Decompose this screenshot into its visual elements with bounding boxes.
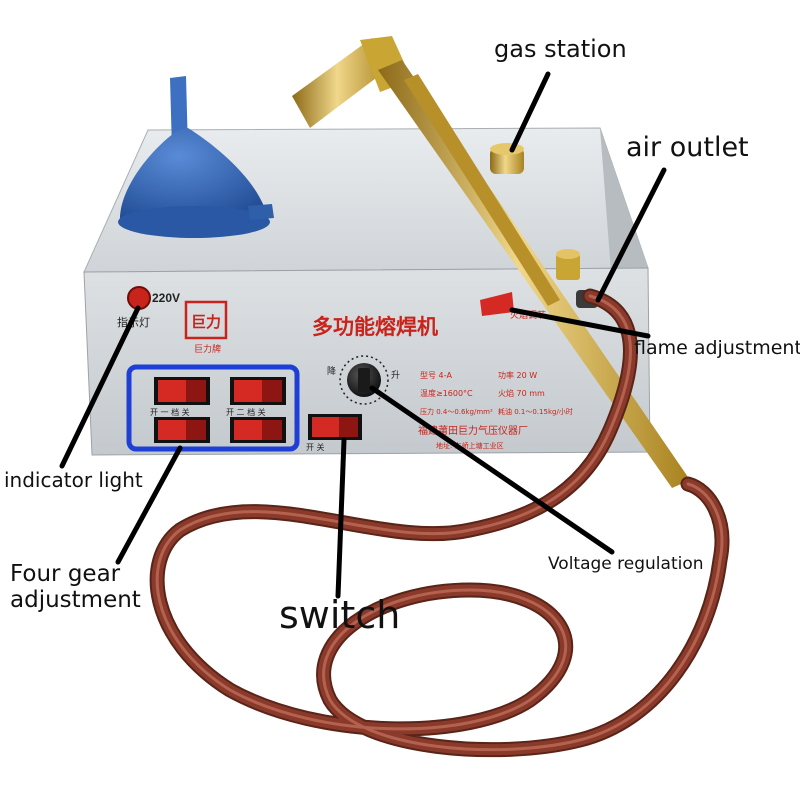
callout-four-gear bbox=[115, 445, 183, 565]
panel-brand: 巨力牌 bbox=[194, 343, 221, 355]
torch-valve-cap bbox=[556, 249, 580, 259]
panel-logo-text: 巨力 bbox=[191, 313, 221, 331]
torch-nozzle bbox=[292, 38, 392, 128]
callout-switch bbox=[335, 437, 347, 599]
panel-voltage: 220V bbox=[152, 291, 180, 305]
gear-switch-2-label: 开 二 档 关 bbox=[226, 407, 266, 417]
label-air-outlet: air outlet bbox=[626, 132, 749, 163]
funnel bbox=[118, 76, 274, 238]
label-flame-adjustment: flame adjustment bbox=[634, 337, 800, 359]
callout-lines bbox=[59, 71, 667, 599]
knob-right-label: 升 bbox=[391, 370, 400, 381]
four-gear-switches: 开 一 档 关 开 二 档 关 bbox=[126, 364, 300, 452]
funnel-cone bbox=[119, 128, 269, 222]
flame-knob bbox=[480, 292, 514, 316]
label-indicator-light: indicator light bbox=[4, 468, 143, 492]
spec-pressure: 压力 0.4～0.6kg/mm² bbox=[420, 407, 493, 416]
hose-highlight bbox=[155, 294, 724, 752]
spec-oil: 耗油 0.1～0.15kg/小时 bbox=[498, 407, 573, 416]
torch-valve bbox=[556, 254, 580, 280]
knob-left-label: 降 bbox=[327, 365, 336, 377]
torch-tube-2 bbox=[404, 74, 560, 306]
gas-station-knob bbox=[490, 143, 524, 174]
rubber-hose bbox=[149, 288, 730, 758]
spec-model: 型号 4-A bbox=[420, 371, 453, 380]
gas-knob-body bbox=[490, 148, 524, 174]
callout-flame-adjustment bbox=[509, 307, 651, 339]
spec-flame: 火焰 70 mm bbox=[498, 388, 545, 398]
callout-voltage-regulation bbox=[369, 385, 615, 555]
voltage-knob-grip bbox=[358, 368, 370, 392]
panel-logo bbox=[184, 300, 228, 340]
spec-power: 功率 20 W bbox=[498, 370, 537, 380]
main-switch-label: 开 关 bbox=[306, 442, 325, 452]
gear-switch-1-label: 开 一 档 关 bbox=[150, 407, 190, 417]
knob-dial-ring bbox=[339, 355, 389, 405]
four-gear-highlight bbox=[126, 364, 300, 452]
callout-air-outlet bbox=[595, 167, 667, 303]
label-switch: switch bbox=[279, 593, 401, 637]
label-four-gear-adjustment: Four gear adjustment bbox=[10, 561, 170, 614]
indicator-light bbox=[127, 286, 151, 310]
panel-maker: 福建莆田巨力气压仪器厂 bbox=[418, 424, 528, 437]
panel-title: 多功能熔焊机 bbox=[312, 315, 438, 339]
label-four-gear-line1: Four gear bbox=[10, 561, 121, 587]
gas-knob-cap bbox=[490, 143, 524, 155]
front-panel: 220V 指示灯 巨力 巨力牌 多功能熔焊机 火焰调节 型号 4-A 功率 20… bbox=[117, 286, 573, 450]
panel-address: 地址: 东峤上塘工业区 bbox=[436, 441, 504, 450]
main-switch: 开 关 bbox=[306, 414, 362, 452]
label-voltage-regulation: Voltage regulation bbox=[548, 554, 704, 574]
callout-indicator-light bbox=[59, 305, 141, 469]
callout-gas-station bbox=[509, 71, 551, 153]
label-four-gear-line2: adjustment bbox=[10, 587, 141, 614]
brass-torch bbox=[292, 36, 690, 488]
funnel-tab bbox=[248, 204, 274, 220]
funnel-rim bbox=[118, 206, 270, 238]
spec-temp: 温度≥1600°C bbox=[420, 388, 473, 398]
label-gas-station: gas station bbox=[494, 35, 627, 63]
